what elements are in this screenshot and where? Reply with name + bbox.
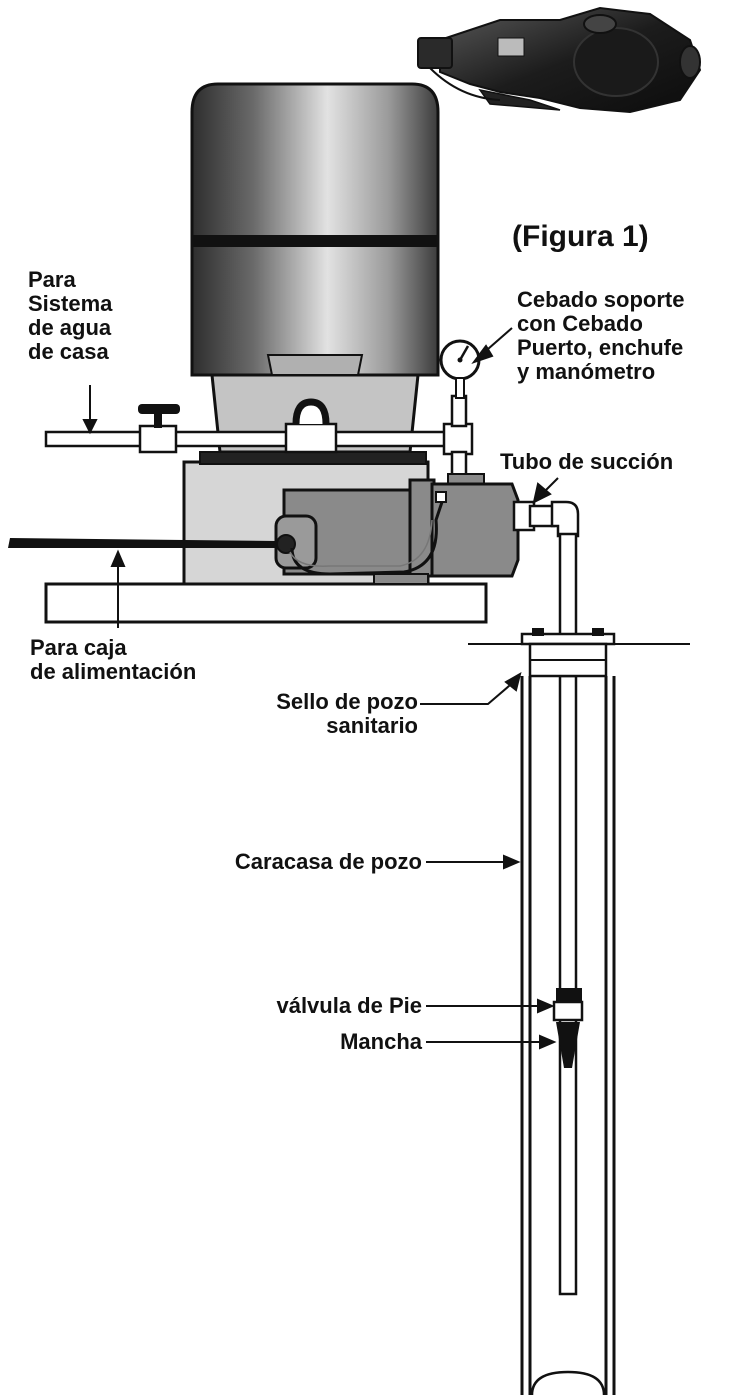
- pressure-switch-photo: [417, 37, 453, 69]
- label-suction-pipe: Tubo de succión: [500, 449, 674, 474]
- union-fitting: [284, 422, 338, 454]
- label-line: Cebado soporte: [517, 287, 685, 312]
- tank-base-plate: [199, 451, 427, 465]
- label-line: Sistema: [28, 291, 113, 316]
- label-sanitary-well-seal: Sello de pozo sanitario: [240, 690, 418, 738]
- pressure-tank: [190, 82, 440, 454]
- platform-slab: [44, 582, 488, 624]
- foot-valve: [552, 988, 584, 1022]
- house-water-pipe: [44, 394, 474, 480]
- label-foot-valve: válvula de Pie: [276, 993, 422, 1018]
- jet-pump: [274, 473, 556, 585]
- figure-title: (Figura 1): [512, 220, 649, 253]
- gate-valve-handle-icon: [138, 404, 180, 414]
- pressure-gauge-icon: [439, 339, 481, 399]
- well-casing: [520, 676, 616, 1395]
- label-line: y manómetro: [517, 359, 656, 384]
- power-cable: [8, 538, 276, 548]
- gate-valve-body: [138, 424, 178, 454]
- label-line: Para caja: [30, 635, 127, 660]
- label-line: de agua: [28, 315, 112, 340]
- label-line: sanitario: [326, 713, 418, 738]
- tank-band: [192, 235, 438, 247]
- label-line: Para: [28, 267, 76, 292]
- priming-tee: [442, 422, 474, 456]
- label-line: Sello de pozo: [276, 689, 418, 714]
- strainer-icon: [556, 1022, 580, 1068]
- label-house-water-system: Para Sistema de agua de casa: [28, 268, 112, 364]
- leader-lines: [82, 327, 559, 1050]
- label-power-box: Para caja de alimentación: [30, 636, 196, 684]
- label-priming-port: Cebado soporte con Cebado Puerto, enchuf…: [517, 288, 684, 384]
- label-well-casing: Caracasa de pozo: [234, 849, 422, 874]
- label-line: de casa: [28, 339, 109, 364]
- label-line: de alimentación: [30, 659, 197, 684]
- pump-foot: [373, 573, 429, 585]
- pump-product-photo: [417, 6, 702, 114]
- label-line: Puerto, enchufe: [517, 335, 684, 360]
- sanitary-well-seal: [520, 628, 616, 678]
- suction-pipe: [550, 500, 580, 1296]
- label-line: con Cebado: [517, 311, 643, 336]
- label-strainer: Mancha: [340, 1029, 422, 1054]
- pump-volute: [430, 482, 520, 578]
